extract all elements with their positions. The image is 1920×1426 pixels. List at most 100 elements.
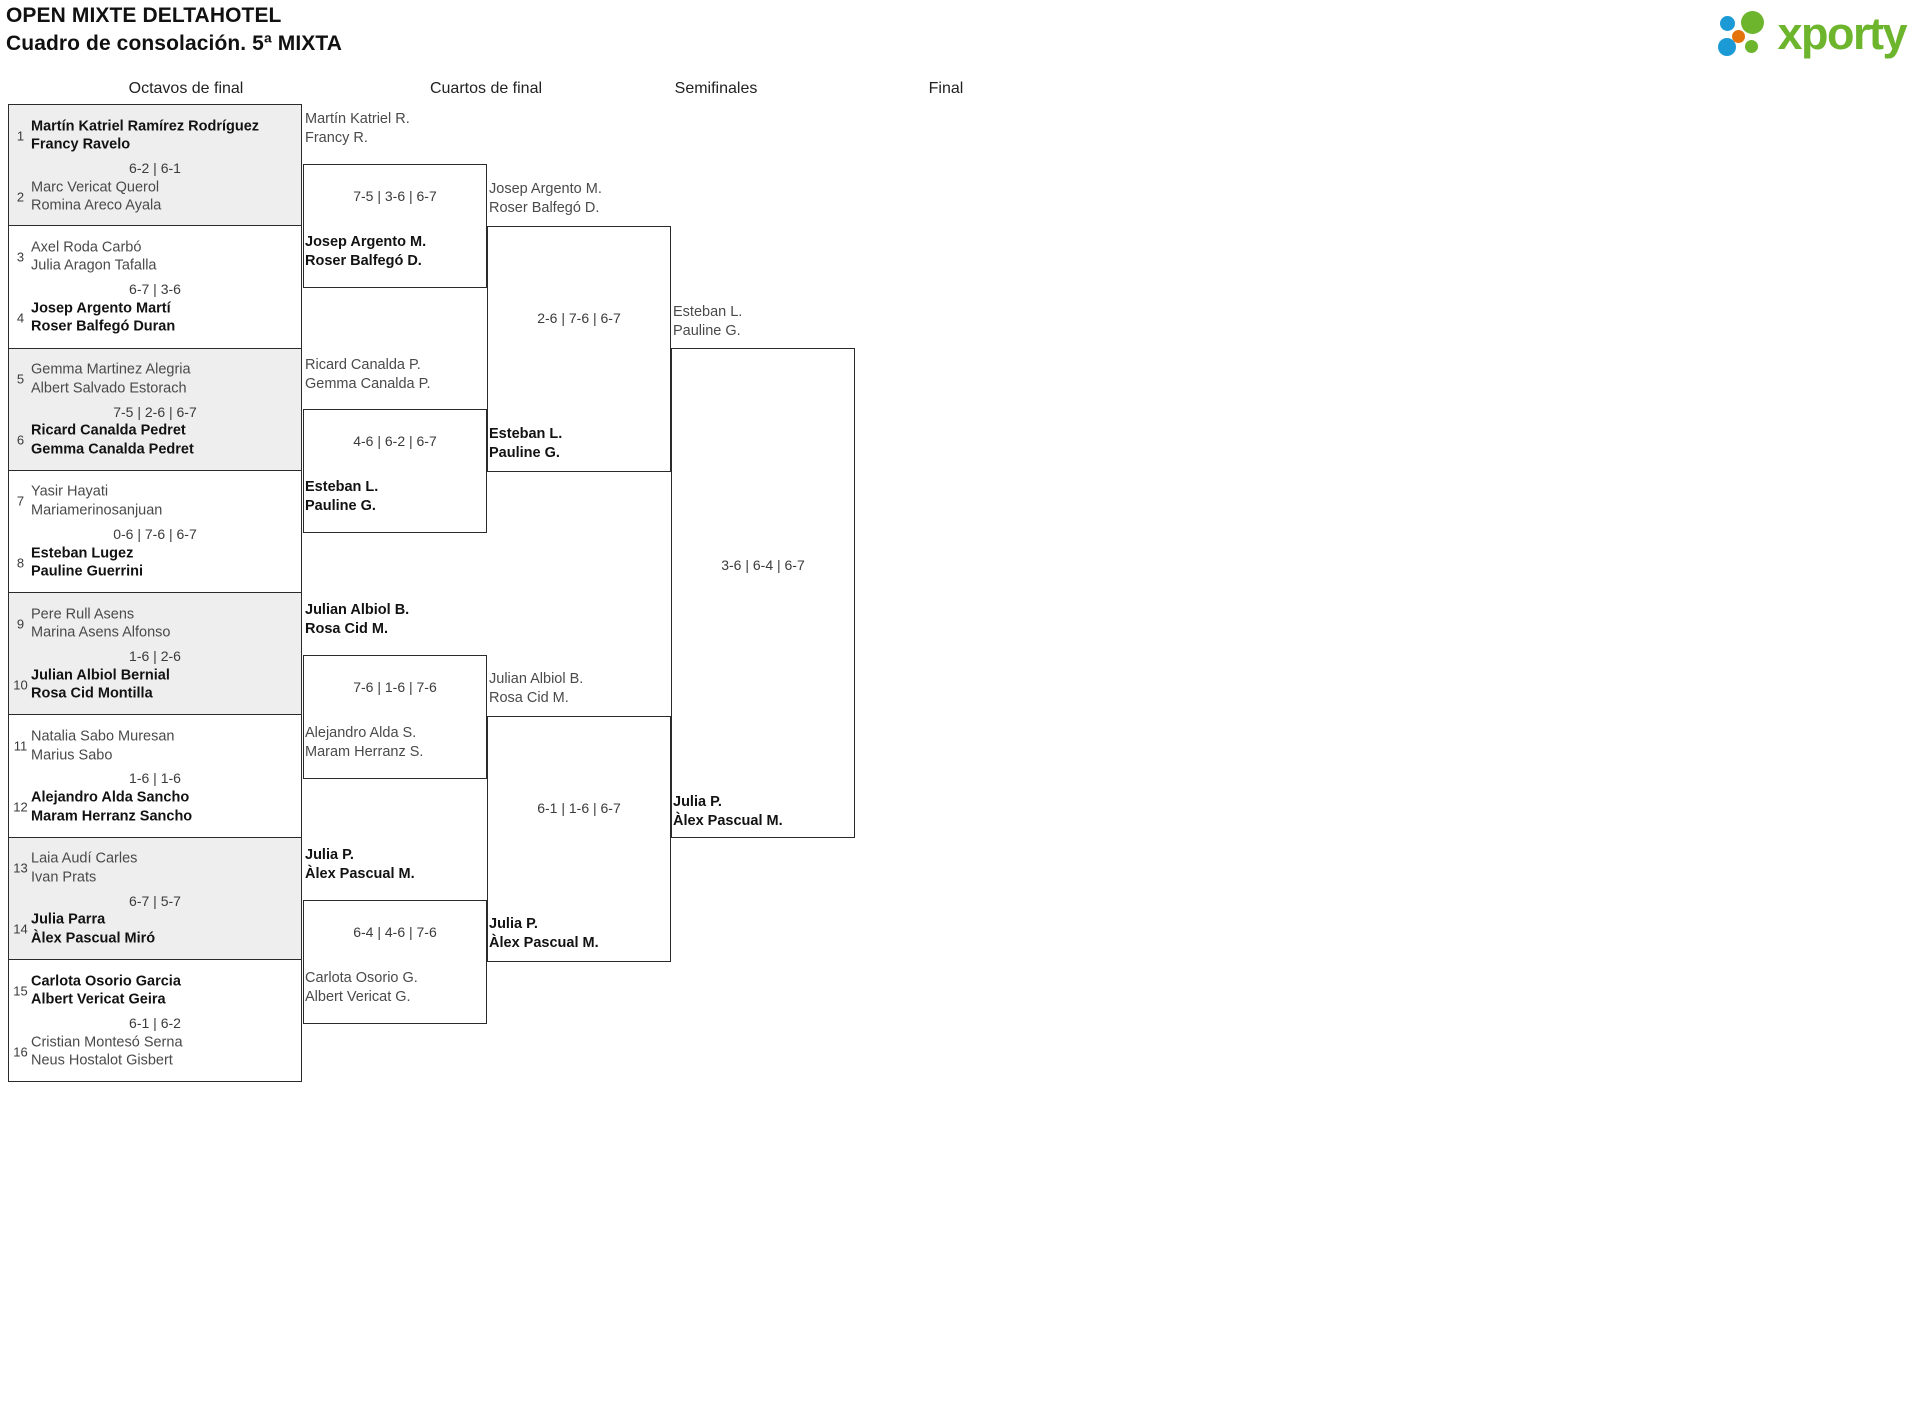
player1-name: Julia P.	[489, 916, 538, 932]
bracket-subtitle: Cuadro de consolación. 5ª MIXTA	[6, 32, 343, 55]
round-header-octavos: Octavos de final	[128, 80, 244, 97]
player2-name: Albert Salvado Estorach	[31, 380, 187, 397]
r1-match-7[interactable]: 13 Laia Audí Carles Ivan Prats 6-7 | 5-7…	[8, 837, 302, 961]
r1-m8-top-entry[interactable]: 15 Carlota Osorio Garcia Albert Vericat …	[9, 960, 301, 1021]
r2-match-1-box[interactable]: 7-5 | 3-6 | 6-7	[303, 164, 487, 288]
r1-m1-score: 6-2 | 6-1	[129, 160, 181, 176]
r1-match-5[interactable]: 9 Pere Rull Asens Marina Asens Alfonso 1…	[8, 593, 302, 716]
r1-m5-top-entry[interactable]: 9 Pere Rull Asens Marina Asens Alfonso	[9, 593, 301, 654]
xporty-logo: xporty	[1718, 6, 1907, 60]
r2-m2-top-entry[interactable]: Ricard Canalda P. Gemma Canalda P.	[305, 356, 430, 393]
r1-m4-bottom-entry[interactable]: 8 Esteban Lugez Pauline Guerrini	[9, 532, 301, 593]
player-names: Marc Vericat Querol Romina Areco Ayala	[31, 178, 161, 215]
r1-m1-top-entry[interactable]: 1 Martín Katriel Ramírez Rodríguez Franc…	[9, 105, 301, 166]
r1-match-8[interactable]: 15 Carlota Osorio Garcia Albert Vericat …	[8, 960, 302, 1083]
r1-match-2[interactable]: 3 Axel Roda Carbó Julia Aragon Tafalla 6…	[8, 226, 302, 349]
player-names: Josep Argento Martí Roser Balfegó Duran	[31, 299, 175, 336]
player2-name: Roser Balfegó D.	[305, 252, 422, 269]
player1-name: Julia Parra	[31, 911, 106, 928]
r1-match-6[interactable]: 11 Natalia Sabo Muresan Marius Sabo 1-6 …	[8, 715, 302, 838]
player2-name: Julia Aragon Tafalla	[31, 257, 157, 274]
player1-name: Alejandro Alda S.	[305, 725, 417, 741]
player2-name: Pauline G.	[489, 444, 560, 461]
player2-name: Àlex Pascual Miró	[31, 930, 156, 947]
r1-m3-top-entry[interactable]: 5 Gemma Martinez Alegria Albert Salvado …	[9, 349, 301, 410]
seed-number: 1	[16, 128, 25, 144]
r4-match-box[interactable]: 3-6 | 6-4 | 6-7	[671, 348, 855, 838]
r2-m3-bottom-entry[interactable]: Alejandro Alda S. Maram Herranz S.	[305, 724, 423, 761]
r2-m4-bottom-entry[interactable]: Carlota Osorio G. Albert Vericat G.	[305, 969, 418, 1006]
r2-m4-top-entry[interactable]: Julia P. Àlex Pascual M.	[305, 846, 415, 883]
r1-m3-bottom-entry[interactable]: 6 Ricard Canalda Pedret Gemma Canalda Pe…	[9, 410, 301, 471]
r4-top-entry[interactable]: Esteban L. Pauline G.	[673, 303, 742, 340]
player2-name: Rosa Cid Montilla	[31, 685, 153, 702]
r1-m1-bottom-entry[interactable]: 2 Marc Vericat Querol Romina Areco Ayala	[9, 166, 301, 227]
r2-m4-score: 6-4 | 4-6 | 7-6	[353, 924, 437, 940]
seed-number: 15	[13, 983, 28, 999]
r3-m1-top-entry[interactable]: Josep Argento M. Roser Balfegó D.	[489, 180, 602, 217]
player1-name: Ricard Canalda P.	[305, 357, 421, 373]
r1-match-4[interactable]: 7 Yasir Hayati Mariamerinosanjuan 0-6 | …	[8, 470, 302, 594]
player1-name: Josep Argento M.	[305, 234, 427, 250]
player1-name: Josep Argento Martí	[31, 300, 171, 317]
player2-name: Gemma Canalda P.	[305, 375, 431, 392]
player2-name: Àlex Pascual M.	[305, 865, 415, 882]
player-names: Laia Audí Carles Ivan Prats	[31, 850, 137, 887]
r1-m5-score: 1-6 | 2-6	[129, 648, 181, 665]
player1-name: Gemma Martinez Alegria	[31, 361, 191, 378]
player1-name: Cristian Montesó Serna	[31, 1034, 183, 1051]
r1-match-3[interactable]: 5 Gemma Martinez Alegria Albert Salvado …	[8, 348, 302, 471]
r1-m6-top-entry[interactable]: 11 Natalia Sabo Muresan Marius Sabo	[9, 715, 301, 776]
r3-match-1-box[interactable]: 2-6 | 7-6 | 6-7	[487, 226, 671, 472]
player1-name: Pere Rull Asens	[31, 606, 135, 623]
player1-name: Julian Albiol B.	[305, 602, 410, 618]
r3-m2-top-entry[interactable]: Julian Albiol B. Rosa Cid M.	[489, 670, 583, 707]
r2-m2-bottom-entry[interactable]: Esteban L. Pauline G.	[305, 478, 378, 515]
r2-m3-top-entry[interactable]: Julian Albiol B. Rosa Cid M.	[305, 601, 409, 638]
tournament-title: OPEN MIXTE DELTAHOTEL	[6, 4, 282, 27]
logo-wordmark: xporty	[1777, 7, 1907, 59]
r1-m7-top-entry[interactable]: 13 Laia Audí Carles Ivan Prats	[9, 838, 301, 899]
r3-m2-score: 6-1 | 1-6 | 6-7	[537, 800, 621, 816]
round-octavos-column: 1 Martín Katriel Ramírez Rodríguez Franc…	[8, 104, 302, 1083]
player-names: Julia Parra Àlex Pascual Miró	[31, 911, 155, 948]
r1-m6-bottom-entry[interactable]: 12 Alejandro Alda Sancho Maram Herranz S…	[9, 777, 301, 838]
player1-name: Yasir Hayati	[31, 483, 109, 500]
r1-m8-bottom-entry[interactable]: 16 Cristian Montesó Serna Neus Hostalot …	[9, 1021, 301, 1082]
player2-name: Pauline G.	[673, 322, 741, 339]
r2-match-2-box[interactable]: 4-6 | 6-2 | 6-7	[303, 409, 487, 533]
r1-m2-score: 6-7 | 3-6	[129, 281, 181, 298]
player2-name: Pauline Guerrini	[31, 563, 143, 580]
player2-name: Àlex Pascual M.	[673, 812, 783, 829]
r4-bottom-entry[interactable]: Julia P. Àlex Pascual M.	[673, 793, 783, 830]
r1-m7-bottom-entry[interactable]: 14 Julia Parra Àlex Pascual Miró	[9, 899, 301, 960]
r1-match-1[interactable]: 1 Martín Katriel Ramírez Rodríguez Franc…	[8, 104, 302, 227]
seed-number: 3	[16, 249, 25, 265]
player2-name: Maram Herranz S.	[305, 743, 424, 760]
player2-name: Roser Balfegó D.	[489, 199, 600, 216]
r2-match-4-box[interactable]: 6-4 | 4-6 | 7-6	[303, 900, 487, 1024]
player1-name: Alejandro Alda Sancho	[31, 789, 190, 806]
r3-match-2-box[interactable]: 6-1 | 1-6 | 6-7	[487, 716, 671, 962]
r1-m2-bottom-entry[interactable]: 4 Josep Argento Martí Roser Balfegó Dura…	[9, 287, 301, 348]
page-title: OPEN MIXTE DELTAHOTEL Cuadro de consolac…	[6, 2, 342, 58]
seed-number: 8	[16, 555, 25, 571]
player1-name: Martín Katriel Ramírez Rodríguez	[31, 118, 260, 135]
r1-m2-top-entry[interactable]: 3 Axel Roda Carbó Julia Aragon Tafalla	[9, 226, 301, 287]
r3-m1-bottom-entry[interactable]: Esteban L. Pauline G.	[489, 425, 562, 462]
r1-m7-score: 6-7 | 5-7	[129, 892, 181, 909]
player2-name: Francy R.	[305, 129, 368, 146]
r2-m1-bottom-entry[interactable]: Josep Argento M. Roser Balfegó D.	[305, 233, 426, 270]
r3-m2-bottom-entry[interactable]: Julia P. Àlex Pascual M.	[489, 915, 599, 952]
player1-name: Esteban L.	[305, 479, 379, 495]
r2-m1-top-entry[interactable]: Martín Katriel R. Francy R.	[305, 110, 410, 147]
r1-m5-bottom-entry[interactable]: 10 Julian Albiol Bernial Rosa Cid Montil…	[9, 654, 301, 715]
round-header-cuartos: Cuartos de final	[429, 80, 543, 97]
player-names: Pere Rull Asens Marina Asens Alfonso	[31, 605, 170, 642]
player2-name: Roser Balfegó Duran	[31, 318, 176, 335]
round-header-final: Final	[928, 80, 964, 97]
r2-match-3-box[interactable]: 7-6 | 1-6 | 7-6	[303, 655, 487, 779]
r1-m4-top-entry[interactable]: 7 Yasir Hayati Mariamerinosanjuan	[9, 471, 301, 532]
logo-dots-icon	[1718, 8, 1774, 58]
seed-number: 6	[16, 432, 25, 448]
